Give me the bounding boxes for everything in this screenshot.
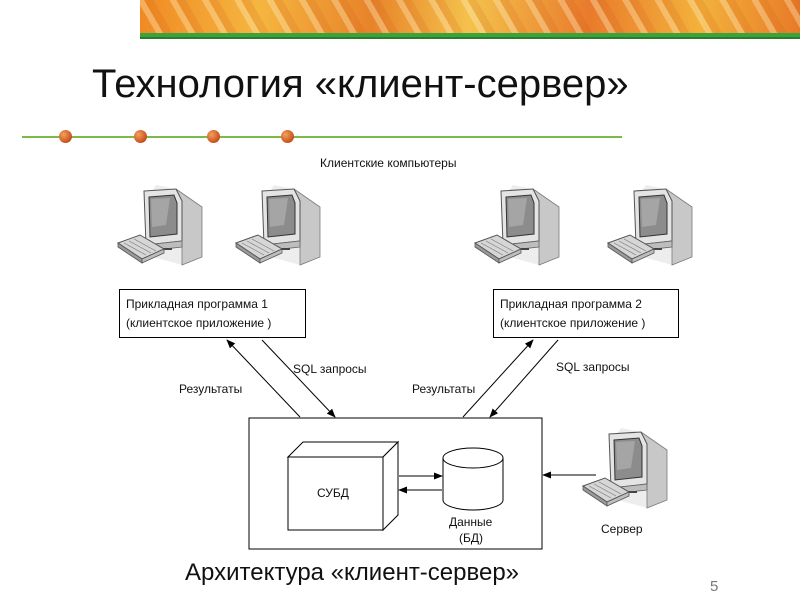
client-app-1-name: Прикладная программа 1 <box>126 297 268 311</box>
divider-dot <box>134 130 147 143</box>
client-computer-icon <box>607 185 693 266</box>
client-app-2-box: Прикладная программа 2 (клиентское прило… <box>493 289 679 338</box>
results-arrow-left <box>226 339 301 418</box>
divider-dot <box>281 130 294 143</box>
clients-label: Клиентские компьютеры <box>320 156 457 170</box>
divider-dot <box>59 130 72 143</box>
header-rule-dark <box>140 37 800 39</box>
results-label-left: Результаты <box>179 382 243 396</box>
client-computer-icon <box>474 185 560 266</box>
divider-dot <box>207 130 220 143</box>
client-app-1-desc: (клиентское приложение ) <box>126 316 272 330</box>
results-label-right: Результаты <box>412 382 476 396</box>
client-computer-icon <box>117 185 203 266</box>
results-arrow-right <box>462 339 534 418</box>
sql-arrow-left <box>261 339 336 418</box>
client-computer-icon <box>235 185 321 266</box>
client-app-1-box: Прикладная программа 1 (клиентское прило… <box>119 289 306 338</box>
server-label: Сервер <box>601 522 643 536</box>
server-computer-icon <box>582 428 668 509</box>
database-cylinder-icon <box>442 447 504 511</box>
sql-arrow-right <box>489 339 559 418</box>
sql-queries-label-left: SQL запросы <box>293 362 367 376</box>
header-rule <box>140 33 800 37</box>
client-app-2-desc: (клиентское приложение ) <box>500 316 646 330</box>
sql-queries-label-right: SQL запросы <box>556 360 630 374</box>
title-divider <box>22 136 622 138</box>
header-banner <box>140 0 800 33</box>
slide-subtitle: Архитектура «клиент-сервер» <box>185 559 520 586</box>
data-label: Данные <box>449 515 493 529</box>
client-app-2-name: Прикладная программа 2 <box>500 297 642 311</box>
slide-title: Технология «клиент-сервер» <box>92 62 629 106</box>
dbms-label: СУБД <box>317 486 349 500</box>
dbms-cube <box>286 440 400 532</box>
page-number: 5 <box>710 578 719 595</box>
data-db-label: (БД) <box>459 531 483 545</box>
